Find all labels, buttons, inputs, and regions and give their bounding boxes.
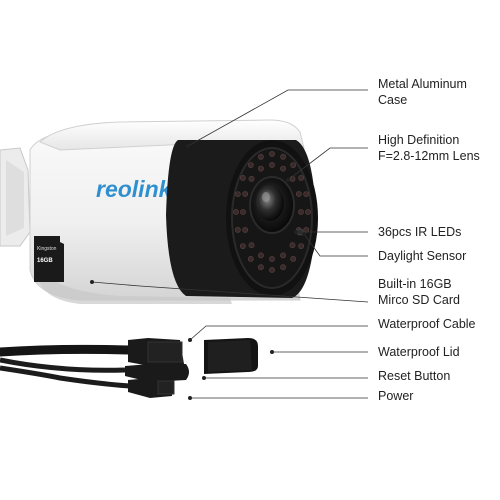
ir-led	[298, 209, 304, 215]
leader-lines	[91, 89, 369, 399]
leader-dot	[286, 178, 290, 182]
leader-line	[91, 281, 369, 303]
leader-line	[303, 233, 368, 257]
ir-led	[257, 264, 264, 271]
label-waterproof-lid: Waterproof Lid	[378, 345, 460, 359]
brand-logo: reolink	[96, 176, 173, 202]
ir-led	[247, 162, 254, 168]
leader-dot	[270, 350, 274, 354]
ir-led	[248, 242, 255, 249]
label-reset-button: Reset Button	[378, 369, 451, 383]
label-power: Power	[378, 389, 414, 403]
ir-led	[234, 191, 241, 197]
ir-led	[280, 252, 286, 259]
ir-led	[234, 226, 241, 233]
ir-led	[298, 174, 304, 181]
label-metal-aluminum-case: Metal Aluminum Case	[378, 77, 467, 107]
ir-led	[305, 209, 311, 215]
ir-led	[233, 209, 239, 215]
ir-led	[269, 267, 275, 273]
label-ir-leds: 36pcs IR LEDs	[378, 225, 462, 239]
label-daylight-sensor: Daylight Sensor	[378, 249, 467, 263]
leader-line	[287, 147, 368, 181]
label-hd-lens: High Definition F=2.8-12mm Lens	[378, 133, 480, 163]
leader-dots	[90, 144, 306, 400]
ir-led	[269, 256, 275, 262]
ir-led	[257, 153, 264, 160]
ir-led	[298, 243, 304, 249]
ir-led	[280, 165, 286, 172]
ir-led	[240, 209, 246, 215]
camera-lens	[249, 176, 295, 234]
ir-led	[280, 153, 286, 160]
leader-dot	[186, 144, 190, 148]
ir-led	[242, 191, 249, 197]
ir-led	[280, 264, 286, 271]
ir-led	[269, 151, 275, 157]
leader-dot	[188, 396, 192, 400]
ir-led	[290, 162, 297, 168]
mount-bracket	[0, 147, 31, 247]
ir-led	[239, 243, 246, 249]
ir-led	[290, 255, 297, 262]
ir-led	[257, 252, 264, 259]
leader-line	[187, 89, 368, 147]
waterproof-lid	[204, 338, 258, 374]
leader-dot	[302, 232, 306, 236]
ir-led	[257, 165, 264, 172]
sd-card-brand: Kingston	[37, 246, 57, 252]
ir-led	[269, 162, 275, 168]
ir-led	[242, 227, 249, 233]
leader-dot	[202, 376, 206, 380]
ir-led	[289, 242, 296, 249]
cable-bundle	[0, 338, 189, 398]
leader-dot	[188, 338, 192, 342]
ir-led	[303, 191, 310, 197]
sd-card-size: 16GB	[37, 258, 53, 264]
leader-dot	[90, 280, 94, 284]
ir-led	[247, 255, 254, 262]
ir-led	[295, 191, 302, 197]
micro-sd-card: Kingston 16GB	[34, 236, 64, 282]
ir-led	[239, 174, 246, 181]
leader-line	[189, 325, 368, 341]
ir-led	[248, 175, 255, 182]
ir-led	[303, 226, 310, 233]
label-waterproof-cable: Waterproof Cable	[378, 317, 476, 331]
label-sd-card: Built-in 16GB Mirco SD Card	[378, 277, 460, 307]
leader-dot	[294, 230, 298, 234]
